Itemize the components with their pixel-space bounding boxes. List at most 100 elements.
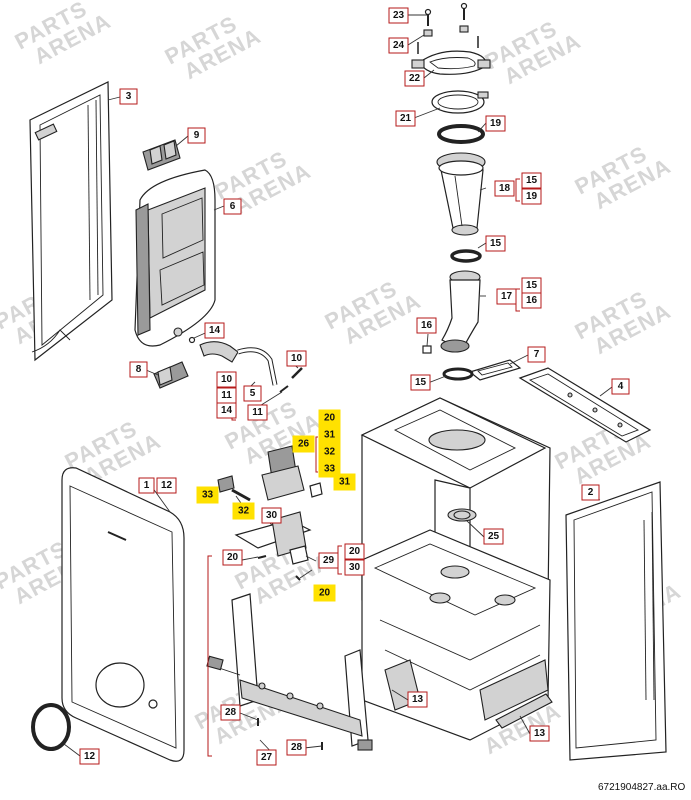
- part-19-seal-ring[interactable]: [437, 124, 485, 144]
- part-label[interactable]: 27: [256, 749, 277, 766]
- part-label-text: 16: [526, 295, 538, 306]
- part-label[interactable]: 11: [216, 387, 237, 404]
- part-label[interactable]: 30: [344, 559, 365, 576]
- part-17-elbow-pipe[interactable]: [440, 270, 481, 353]
- part-label[interactable]: 20: [344, 543, 365, 560]
- part-label[interactable]: 23: [388, 7, 409, 24]
- part-label[interactable]: 21: [395, 110, 416, 127]
- part-label-text: 22: [409, 73, 421, 84]
- part-label-highlighted[interactable]: 20: [318, 409, 341, 427]
- part-21-clamp-ring[interactable]: [431, 90, 489, 114]
- part-16-plug[interactable]: [422, 345, 432, 354]
- part-label[interactable]: 15: [521, 277, 542, 294]
- part-label[interactable]: 18: [494, 180, 515, 197]
- part-2-side-panel-right[interactable]: [565, 481, 667, 761]
- part-label[interactable]: 12: [79, 748, 100, 765]
- part-label-text: 31: [339, 477, 351, 488]
- part-11-screw[interactable]: [279, 385, 289, 393]
- part-4-mounting-rail[interactable]: [518, 367, 652, 443]
- part-label-text: 9: [194, 130, 200, 141]
- part-label[interactable]: 14: [216, 402, 237, 419]
- part-10-screw[interactable]: [291, 367, 303, 379]
- part-14-fittings[interactable]: [173, 327, 196, 344]
- part-label[interactable]: 10: [216, 371, 237, 388]
- part-label[interactable]: 19: [485, 115, 506, 132]
- part-9-connector[interactable]: [142, 139, 181, 171]
- part-7-gasket[interactable]: [468, 359, 522, 381]
- part-label-text: 31: [324, 430, 336, 441]
- part-label[interactable]: 10: [286, 350, 307, 367]
- part-label[interactable]: 4: [611, 378, 630, 395]
- part-13-cover-strip[interactable]: [495, 693, 553, 729]
- part-label[interactable]: 16: [521, 292, 542, 309]
- part-label[interactable]: 17: [496, 288, 517, 305]
- part-32-screw[interactable]: [231, 488, 251, 502]
- part-5-hose[interactable]: [199, 341, 278, 386]
- part-label-text: 33: [202, 490, 214, 501]
- part-label-highlighted[interactable]: 20: [313, 584, 336, 602]
- part-label[interactable]: 30: [261, 507, 282, 524]
- part-label-text: 19: [490, 118, 502, 129]
- part-label-highlighted[interactable]: 31: [318, 426, 341, 444]
- part-label-text: 14: [209, 325, 221, 336]
- part-label[interactable]: 15: [485, 235, 506, 252]
- part-3-side-panel-left[interactable]: [29, 81, 113, 362]
- part-label[interactable]: 15: [521, 172, 542, 189]
- part-label[interactable]: 14: [204, 322, 225, 339]
- part-label-highlighted[interactable]: 33: [318, 460, 341, 478]
- part-20-screw[interactable]: [257, 555, 301, 581]
- part-label-text: 20: [227, 552, 239, 563]
- part-25-mounting-plate[interactable]: [453, 510, 471, 520]
- part-15-seal[interactable]: [450, 249, 482, 263]
- part-label[interactable]: 28: [220, 704, 241, 721]
- part-15-seal-lower[interactable]: [442, 367, 474, 381]
- part-label[interactable]: 20: [222, 549, 243, 566]
- leader-lines: [63, 14, 613, 758]
- part-label[interactable]: 3: [119, 88, 138, 105]
- part-label-text: 4: [618, 381, 624, 392]
- part-label[interactable]: 13: [529, 725, 550, 742]
- part-label[interactable]: 5: [243, 385, 262, 402]
- part-29-clip[interactable]: [289, 545, 309, 565]
- diagram-reference-code: 6721904827.aa.RO: [598, 782, 686, 793]
- part-label-text: 27: [261, 752, 273, 763]
- part-12-ring[interactable]: [31, 703, 71, 751]
- part-label[interactable]: 6: [223, 198, 242, 215]
- part-label[interactable]: 7: [527, 346, 546, 363]
- part-label[interactable]: 12: [156, 477, 177, 494]
- part-label[interactable]: 25: [483, 528, 504, 545]
- part-label[interactable]: 1: [138, 477, 155, 494]
- part-label[interactable]: 22: [404, 70, 425, 87]
- part-label-highlighted[interactable]: 33: [196, 486, 219, 504]
- part-label[interactable]: 19: [521, 188, 542, 205]
- part-26-sensor-block[interactable]: [261, 445, 323, 501]
- part-label-highlighted[interactable]: 32: [232, 502, 255, 520]
- part-label[interactable]: 13: [407, 691, 428, 708]
- part-8-clip[interactable]: [153, 361, 189, 389]
- part-18-flue-pipe[interactable]: [436, 152, 486, 236]
- part-label[interactable]: 28: [286, 739, 307, 756]
- part-label[interactable]: 2: [581, 484, 600, 501]
- main-chassis-frame[interactable]: [360, 397, 551, 741]
- part-label-highlighted[interactable]: 31: [333, 473, 356, 491]
- part-label[interactable]: 15: [410, 374, 431, 391]
- part-label-text: 20: [324, 413, 336, 424]
- part-label-highlighted[interactable]: 26: [292, 435, 315, 453]
- part-23-screw[interactable]: [424, 2, 468, 27]
- part-label-text: 5: [250, 388, 256, 399]
- part-1-front-cover[interactable]: [61, 467, 185, 762]
- part-6-housing-block[interactable]: [134, 169, 216, 347]
- part-label[interactable]: 9: [187, 127, 206, 144]
- part-33-plug[interactable]: [217, 475, 235, 493]
- part-label-text: 18: [499, 183, 511, 194]
- part-label[interactable]: 16: [416, 317, 437, 334]
- part-label[interactable]: 29: [318, 552, 339, 569]
- part-label[interactable]: 8: [129, 361, 148, 378]
- part-label-highlighted[interactable]: 32: [318, 443, 341, 461]
- part-label[interactable]: 24: [388, 37, 409, 54]
- part-24-washer[interactable]: [417, 25, 479, 54]
- part-label-text: 17: [501, 291, 513, 302]
- part-label[interactable]: 11: [247, 404, 268, 421]
- part-27-manifold[interactable]: [206, 593, 373, 751]
